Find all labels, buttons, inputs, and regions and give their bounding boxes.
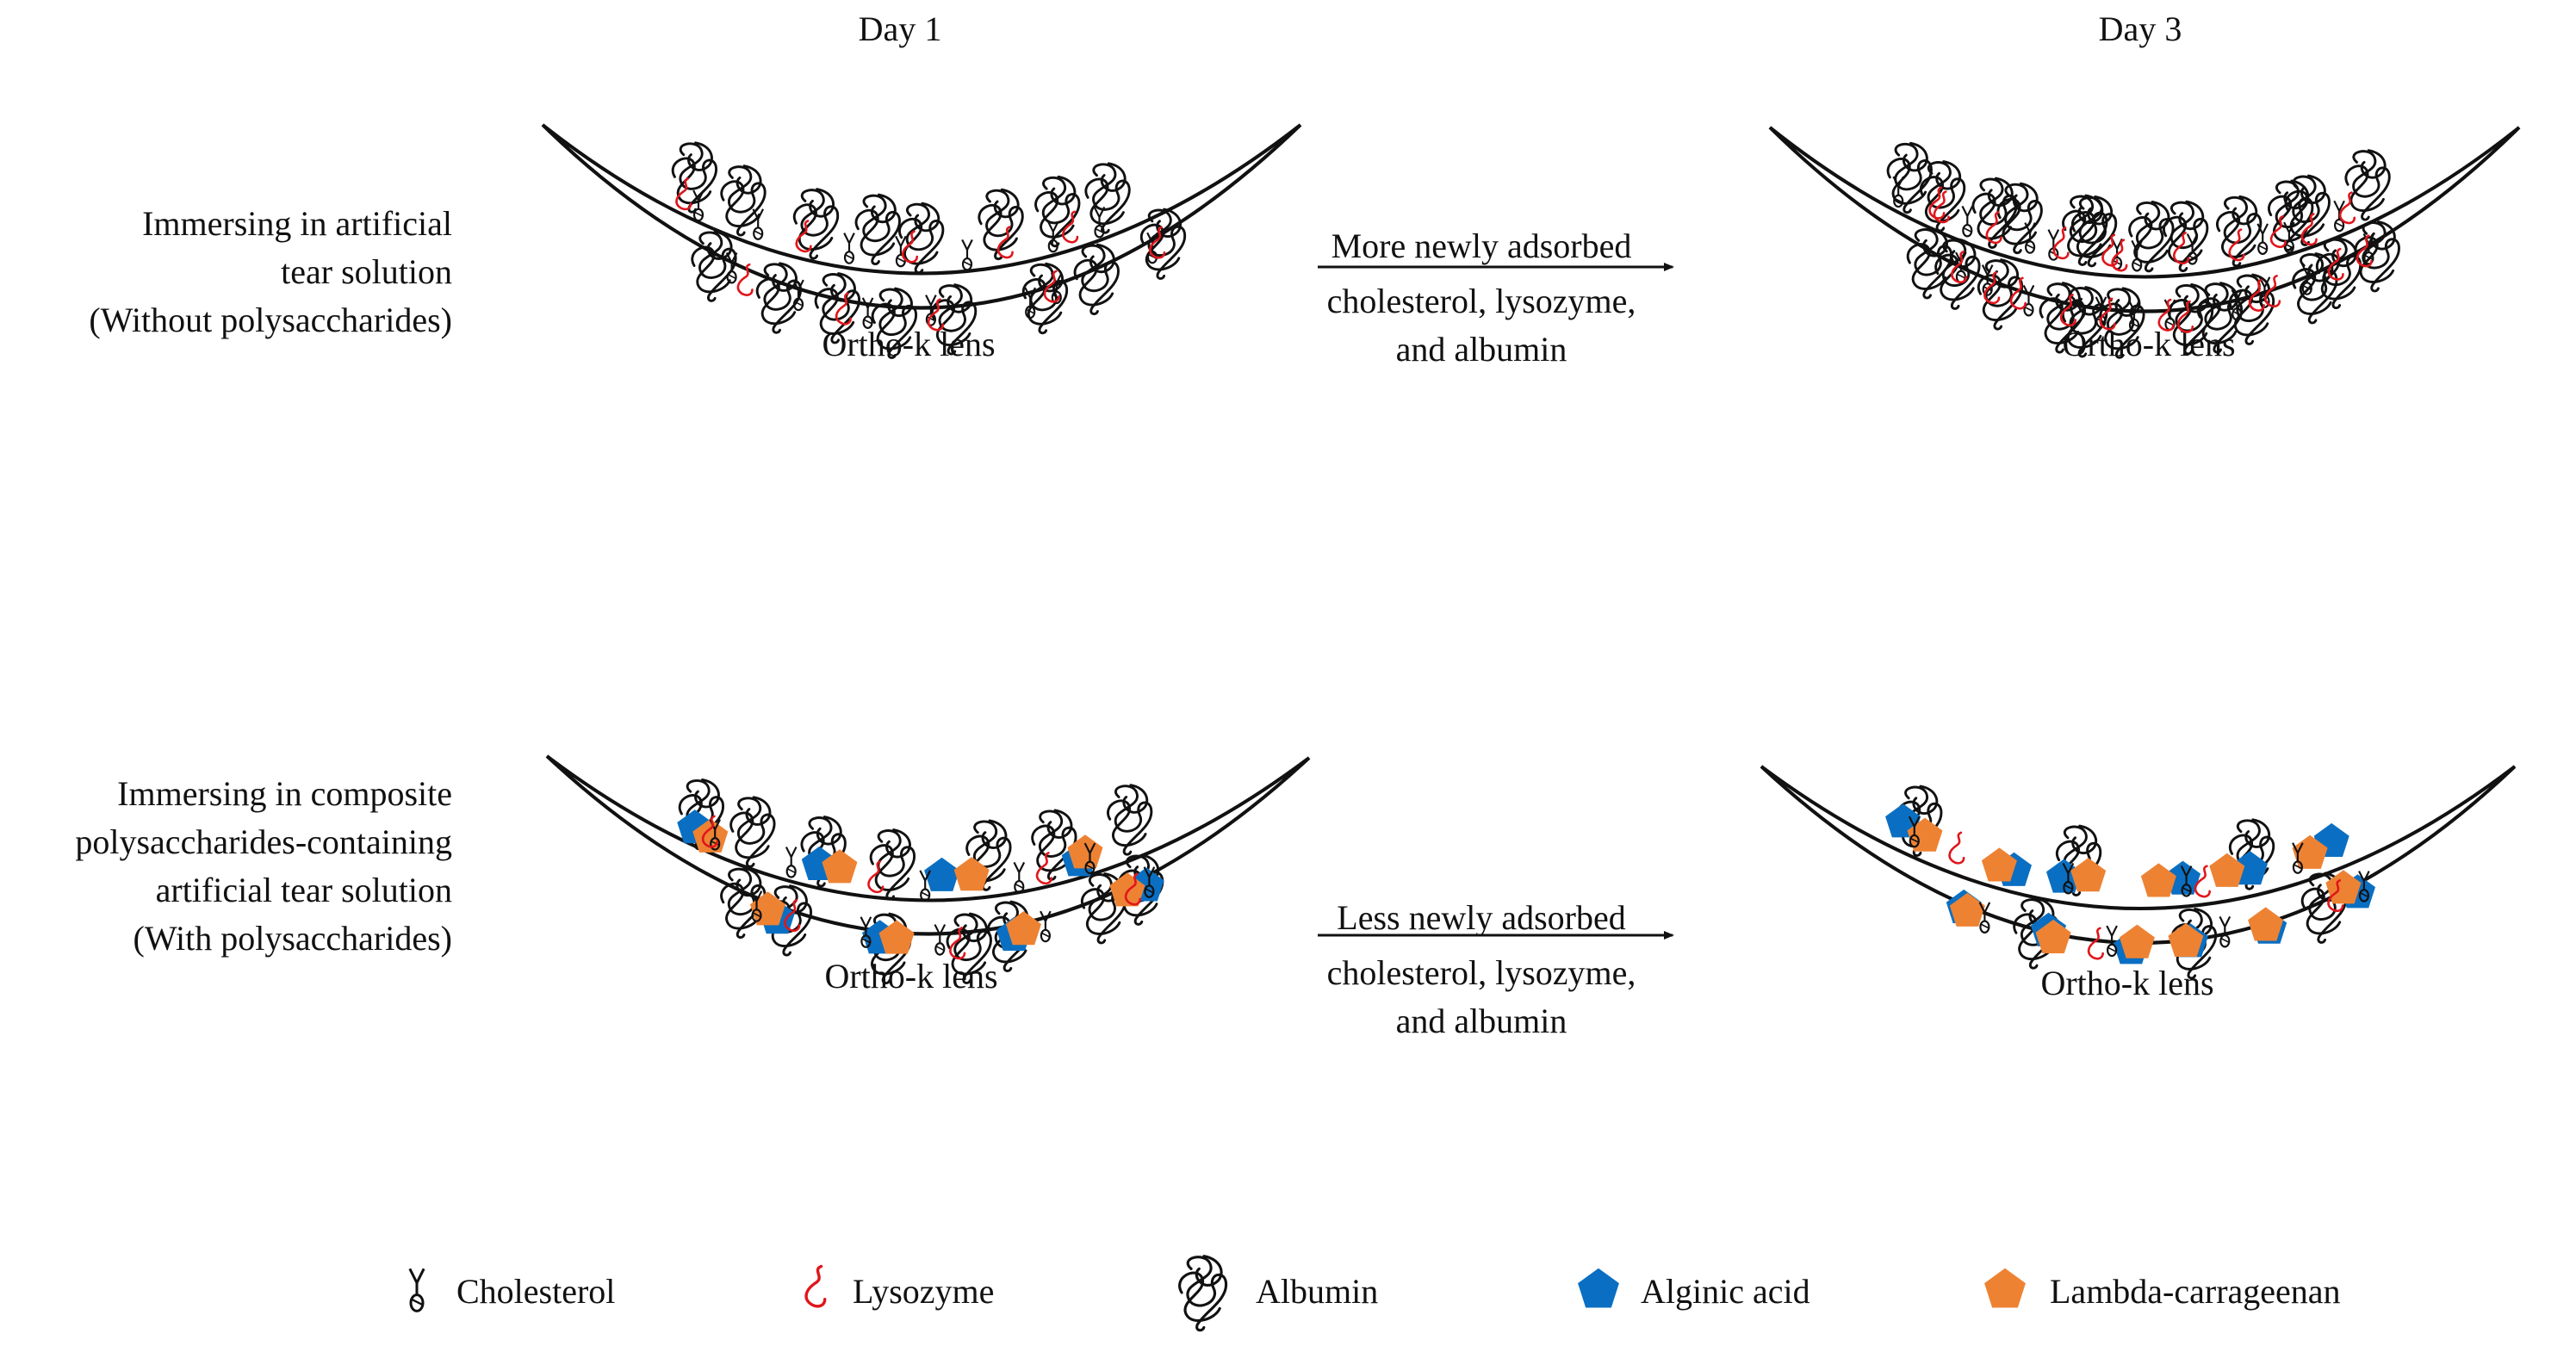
- albumin-icon: [978, 188, 1024, 261]
- albumin-icon: [792, 188, 840, 260]
- arrow-caption-line: Less newly adsorbed: [1337, 898, 1626, 937]
- pentagon-orange-icon: [1984, 1268, 2026, 1308]
- legend-label-lysozyme: Lysozyme: [853, 1272, 995, 1311]
- arrow-caption-line: cholesterol, lysozyme,: [1326, 282, 1636, 320]
- albumin-icon: [671, 141, 718, 214]
- lens-label-row2-day3: Ortho-k lens: [2040, 964, 2213, 1002]
- pentagon-blue-icon: [924, 857, 960, 891]
- pentagon-orange-icon: [2209, 853, 2245, 887]
- pentagon-blue-icon: [1578, 1268, 1619, 1308]
- legend-label-alginic-acid: Alginic acid: [1641, 1272, 1810, 1311]
- pentagon-orange-icon: [2140, 863, 2176, 897]
- pentagon-orange-icon: [953, 857, 990, 891]
- cholesterol-icon: [1013, 861, 1026, 894]
- adsorbed-molecules: [671, 141, 2401, 985]
- albumin-icon: [1996, 182, 2043, 255]
- albumin-icon: [2162, 200, 2209, 273]
- legend-label-lambda-carrageenan: Lambda-carrageenan: [2050, 1272, 2341, 1311]
- arrow-caption-line: and albumin: [1395, 1002, 1567, 1040]
- row1-label-line: tear solution: [281, 252, 452, 291]
- albumin-icon: [2344, 149, 2391, 221]
- row2-label-line: (With polysaccharides): [133, 919, 452, 958]
- header-day3: Day 3: [2098, 9, 2182, 48]
- row1-label-line: (Without polysaccharides): [89, 301, 452, 339]
- lens-row2-day3: [1760, 765, 2517, 945]
- cholesterol-icon: [408, 1267, 425, 1312]
- cholesterol-icon: [2024, 221, 2037, 254]
- row2-arrow-caption: Less newly adsorbed cholesterol, lysozym…: [1300, 894, 1662, 1045]
- lysozyme-icon: [804, 1264, 827, 1308]
- legend-label-cholesterol: Cholesterol: [456, 1272, 616, 1311]
- pentagon-orange-icon: [1981, 847, 2017, 882]
- albumin-icon: [2267, 179, 2314, 251]
- albumin-icon: [729, 796, 776, 868]
- cholesterol-icon: [752, 208, 765, 240]
- lysozyme-icon: [1948, 831, 1965, 865]
- cholesterol-icon: [961, 239, 973, 271]
- pentagon-orange-icon: [1067, 834, 1103, 869]
- row1-label-line: Immersing in artificial: [142, 204, 452, 243]
- albumin-icon: [1106, 784, 1153, 856]
- cholesterol-icon: [1961, 205, 1974, 238]
- legend-label-albumin: Albumin: [1256, 1272, 1379, 1311]
- row2-label-line: Immersing in composite: [117, 774, 452, 813]
- albumin-icon: [2284, 174, 2331, 246]
- row2-label: Immersing in composite polysaccharides-c…: [17, 770, 452, 963]
- arrow-caption-line: cholesterol, lysozyme,: [1326, 953, 1636, 992]
- arrow-caption-line: More newly adsorbed: [1331, 226, 1632, 265]
- header-day1: Day 1: [858, 9, 942, 48]
- row2-label-line: artificial tear solution: [155, 871, 452, 909]
- cholesterol-icon: [785, 846, 798, 878]
- row2-label-line: polysaccharides-containing: [75, 822, 452, 861]
- cholesterol-icon: [843, 232, 855, 264]
- lens-row2-day1: [545, 754, 1311, 936]
- albumin-icon: [1177, 1254, 1228, 1332]
- lens-label-row1-day3: Ortho-k lens: [2062, 325, 2235, 363]
- cholesterol-icon: [919, 869, 932, 903]
- albumin-icon: [854, 193, 902, 266]
- row1-label: Immersing in artificial tear solution (W…: [17, 200, 452, 344]
- albumin-icon: [1084, 162, 1131, 234]
- arrow-caption-line: and albumin: [1395, 330, 1567, 369]
- lysozyme-icon: [2052, 226, 2070, 260]
- cholesterol-icon: [2256, 222, 2269, 256]
- pentagon-orange-icon: [2070, 858, 2107, 892]
- lens-label-row2-day1: Ortho-k lens: [824, 957, 997, 996]
- lens-row1-day1: [541, 123, 1302, 310]
- albumin-icon: [897, 202, 945, 275]
- row1-arrow-caption: More newly adsorbed cholesterol, lysozym…: [1300, 222, 1662, 374]
